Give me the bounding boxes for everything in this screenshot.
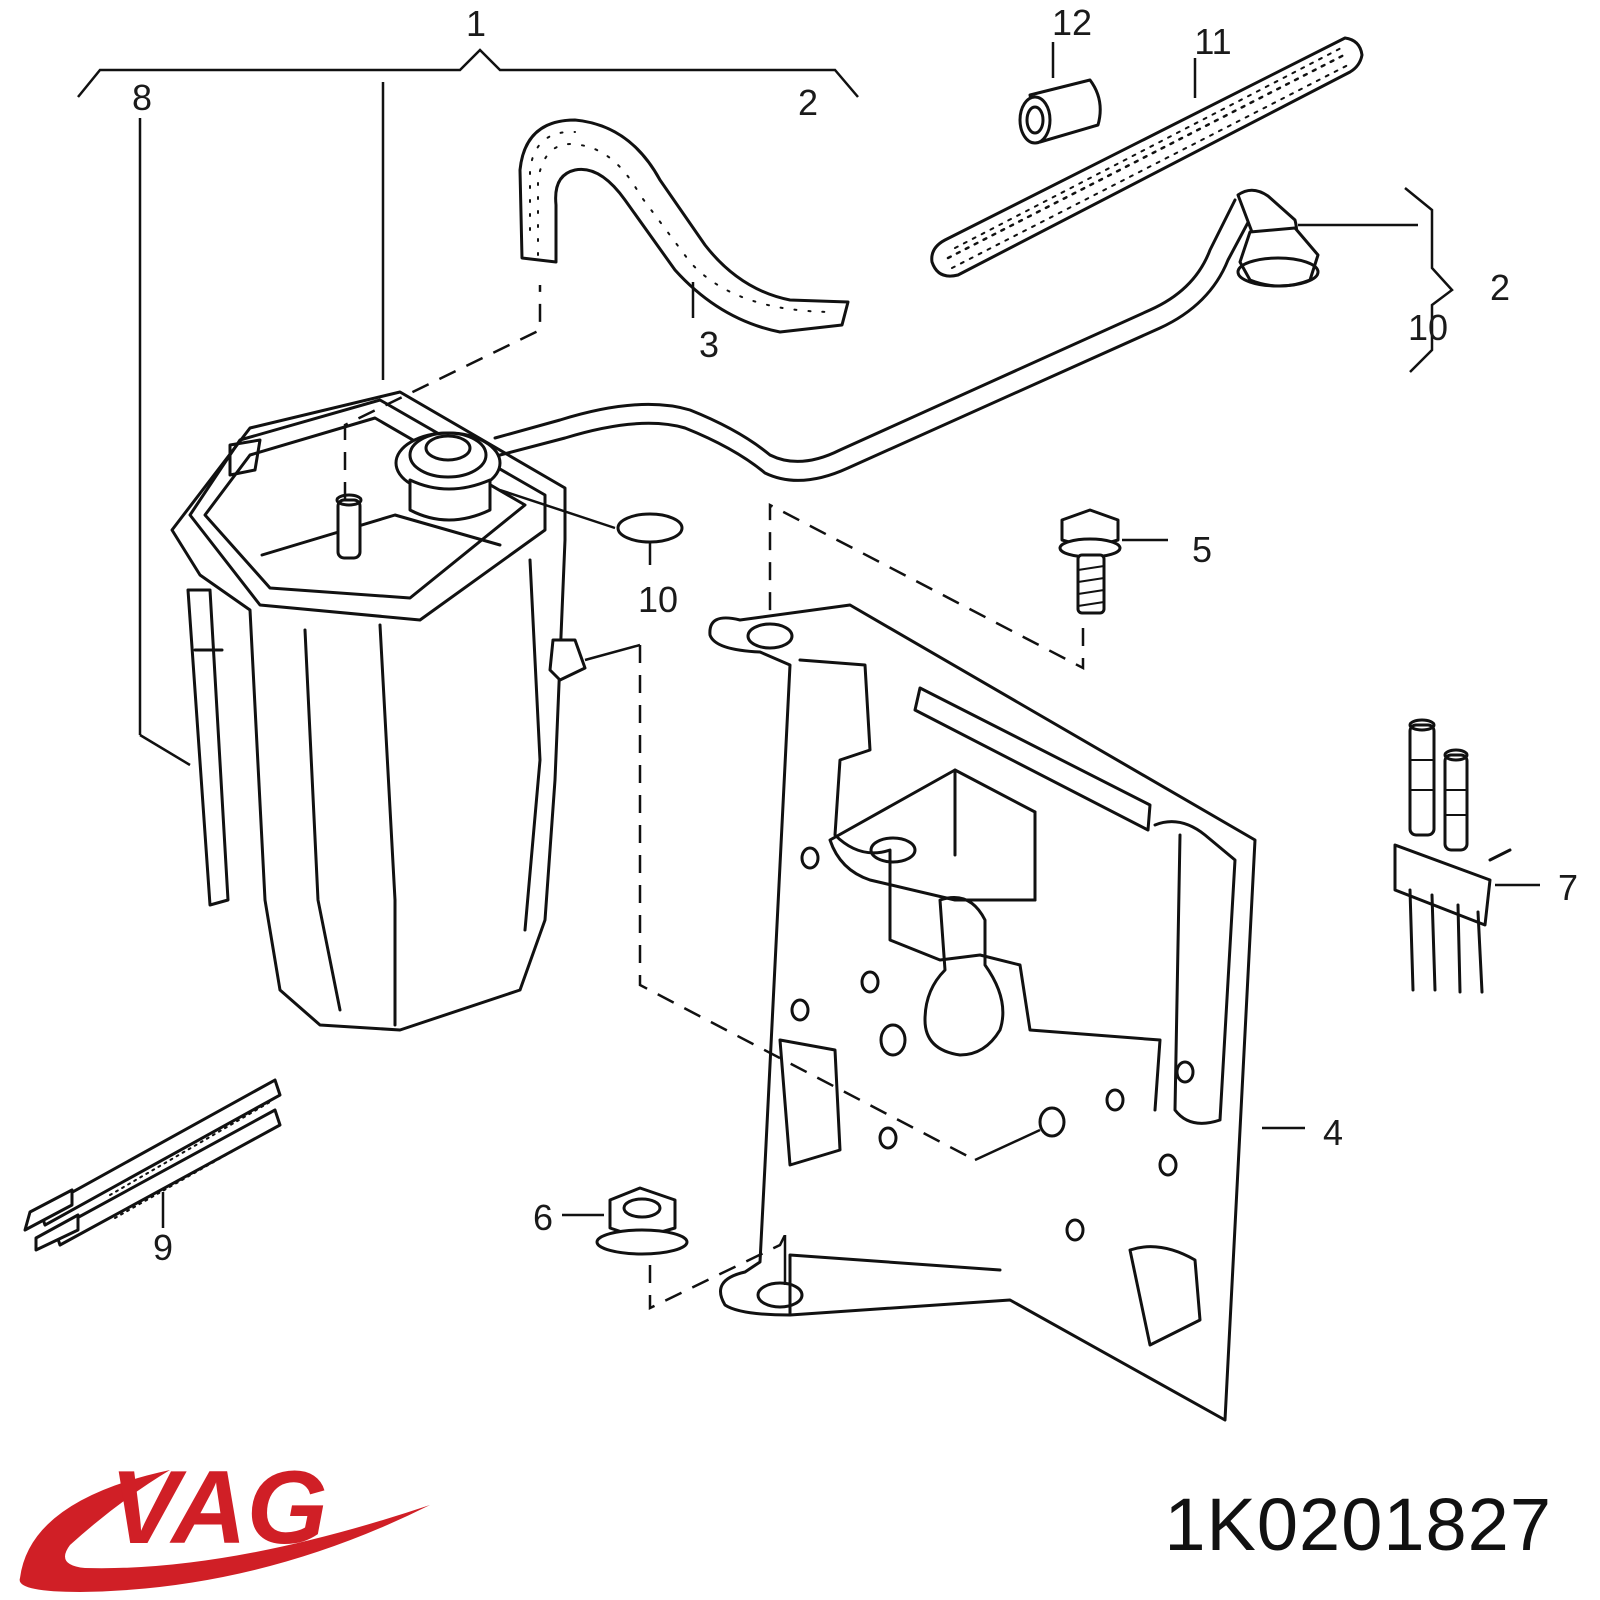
vag-logo: VAG: [19, 1450, 431, 1592]
cable-ties-9: [23, 1078, 282, 1252]
group-bracket-1: [77, 48, 859, 767]
nut-6: [595, 1186, 689, 1256]
callout-8: 8: [132, 77, 152, 118]
leader-bolt-5: [768, 502, 1085, 671]
bracket-item-2: [1404, 187, 1454, 373]
mounting-bracket-4: [708, 603, 1257, 1422]
charcoal-canister: [170, 390, 587, 1032]
callout-12: 12: [1052, 2, 1092, 43]
hose-3: [518, 118, 850, 334]
callout-4: 4: [1323, 1112, 1343, 1153]
leader-hose-3: [343, 285, 542, 500]
callout-1: 1: [466, 3, 486, 44]
leader-bracket: [638, 645, 976, 1162]
callout-2-right: 2: [1490, 267, 1510, 308]
callout-11: 11: [1194, 21, 1231, 62]
callout-3: 3: [699, 324, 719, 365]
callout-7: 7: [1558, 867, 1578, 908]
callout-6: 6: [533, 1197, 553, 1238]
sleeve-12: [1018, 78, 1102, 145]
connector-7: [1393, 718, 1512, 994]
callout-2-top: 2: [798, 82, 818, 123]
callout-5: 5: [1192, 529, 1212, 570]
callout-10-right: 10: [1408, 307, 1448, 348]
hose-connector: [1236, 188, 1320, 288]
vent-line: [493, 198, 1254, 482]
part-number: 1K0201827: [1164, 1483, 1552, 1566]
logo-swoosh: [19, 1470, 431, 1592]
seal-10: [616, 512, 684, 544]
leader-nut-6: [648, 1234, 787, 1310]
corrugated-tube-11: [930, 36, 1364, 278]
logo-text: VAG: [110, 1450, 328, 1566]
bolt-5: [1058, 508, 1122, 615]
callout-10-seal: 10: [638, 579, 678, 620]
callout-9: 9: [153, 1227, 173, 1268]
